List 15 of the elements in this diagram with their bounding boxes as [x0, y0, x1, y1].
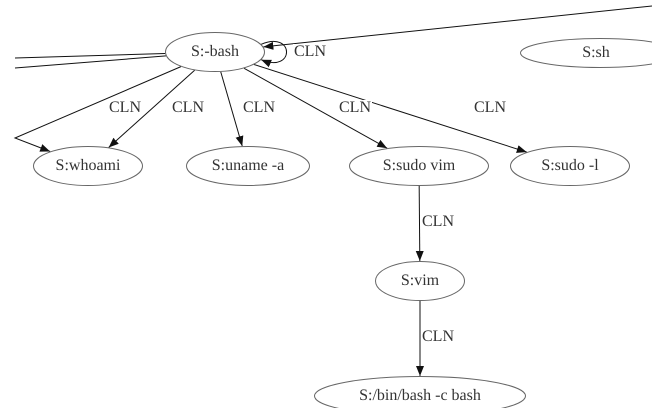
ellipse-node: S:uname -a	[186, 146, 310, 186]
arrow	[416, 300, 424, 376]
ellipse-node: S:sudo vim	[349, 146, 489, 186]
ellipse-node: S:whoami	[33, 146, 143, 186]
arrow	[220, 71, 244, 147]
ellipse-node: S:sudo -l	[510, 146, 630, 186]
arrow	[14, 66, 182, 152]
arrow	[244, 68, 388, 149]
arrow	[262, 6, 652, 50]
arrow	[260, 40, 288, 66]
arrow	[416, 186, 424, 262]
arrow	[108, 70, 196, 148]
ellipse-node: S:vim	[375, 261, 465, 301]
ellipse-node: S:-bash	[165, 32, 265, 72]
arrow	[254, 64, 528, 153]
